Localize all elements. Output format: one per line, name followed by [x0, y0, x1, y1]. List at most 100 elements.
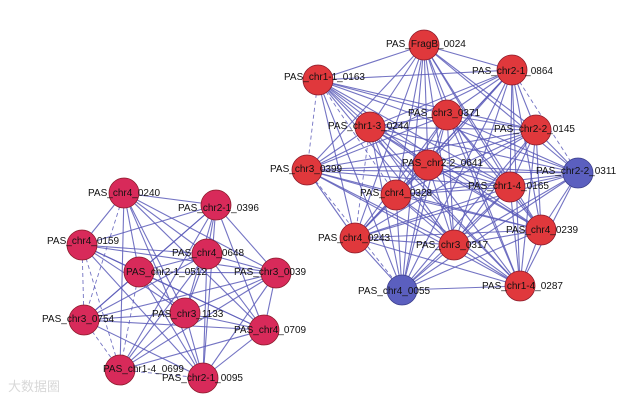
node-l6[interactable]: PAS_chr3_0039	[234, 257, 307, 289]
edge-R1-R6	[423, 44, 537, 131]
edge-R8-R11	[306, 169, 511, 188]
edge-L3-L11	[81, 244, 204, 379]
node-l10[interactable]: PAS_chr1-4_0699	[103, 354, 184, 386]
node-l3[interactable]: PAS_chr4_0159	[47, 229, 120, 261]
node-circle	[104, 354, 136, 386]
node-l9[interactable]: PAS_chr4_0709	[234, 314, 307, 346]
node-l4[interactable]: PAS_chr4_0648	[172, 238, 245, 270]
edge-R10-R12	[395, 194, 542, 231]
node-r7[interactable]: PAS_chr2-2_0641	[402, 149, 483, 181]
edge-R7-R8	[306, 164, 429, 171]
node-r4[interactable]: PAS_chr3_0371	[408, 99, 481, 131]
edge-R6-R16	[519, 129, 537, 287]
node-r13[interactable]: PAS_chr4_0243	[318, 222, 391, 254]
edge-R3-R11	[509, 69, 513, 188]
edge-L6-L8	[184, 272, 277, 314]
node-circle	[123, 256, 155, 288]
edge-R13-R16	[354, 237, 521, 287]
edge-R11-R13	[354, 186, 511, 239]
node-label: PAS_chr4_0328	[360, 188, 433, 199]
edge-R2-R16	[317, 79, 521, 287]
node-label: PAS_chr2-1_0095	[162, 373, 243, 384]
edge-R1-R13	[354, 44, 425, 239]
edge-R4-R14	[446, 114, 455, 246]
edge-R10-R15	[395, 194, 403, 291]
edge-L7-L8	[83, 312, 186, 321]
node-label: PAS_chr3_0399	[270, 164, 343, 175]
node-r5[interactable]: PAS_chr1-3_0244	[328, 111, 409, 143]
dashed-edge-R5-R13	[354, 126, 371, 239]
node-circle	[520, 114, 552, 146]
edge-R6-R8	[306, 129, 537, 171]
node-label: PAS_chr4_0709	[234, 325, 307, 336]
node-circle	[108, 177, 140, 209]
node-r6[interactable]: PAS_chr2-2_0145	[494, 114, 575, 146]
dashed-edge-R8-R15	[306, 169, 403, 291]
node-l8[interactable]: PAS_chr3_1133	[152, 297, 224, 329]
edge-R2-R14	[317, 79, 455, 246]
edge-L6-L7	[83, 272, 277, 321]
node-circle	[562, 157, 594, 189]
node-label: PAS_chr4_0243	[318, 233, 391, 244]
edge-R7-R12	[427, 164, 542, 231]
node-label: PAS_chr1-4_0165	[468, 181, 549, 192]
edge-R2-R11	[317, 79, 511, 188]
node-r10[interactable]: PAS_chr4_0328	[360, 179, 433, 211]
node-label: PAS_chr3_0371	[408, 108, 481, 119]
node-circle	[68, 304, 100, 336]
node-circle	[496, 54, 528, 86]
node-l11[interactable]: PAS_chr2-1_0095	[162, 362, 243, 394]
node-r3[interactable]: PAS_chr2-1_0864	[472, 54, 553, 86]
node-circle	[431, 99, 463, 131]
node-circle	[260, 257, 292, 289]
node-label: PAS_chr4_0159	[47, 236, 120, 247]
node-r2[interactable]: PAS_chr1-1_0163	[284, 64, 365, 96]
node-circle	[380, 179, 412, 211]
edge-R12-R15	[401, 229, 542, 291]
node-label: PAS_chr4_0240	[88, 188, 161, 199]
edge-R4-R8	[306, 114, 448, 171]
edge-L1-L2	[123, 192, 217, 206]
node-circle	[386, 274, 418, 306]
node-layer: PAS_chr4_0240 PAS_chr2-1_0396PAS_chr4_015…	[42, 29, 617, 394]
edge-R11-R16	[509, 186, 521, 287]
edge-R7-R16	[427, 164, 521, 287]
edge-L3-L4	[81, 244, 208, 255]
edge-L2-L3	[81, 204, 217, 246]
edge-L6-L10	[119, 272, 277, 371]
node-r11[interactable]: PAS_chr1-4_0165	[468, 171, 549, 203]
node-r14[interactable]: PAS_chr3_0317	[416, 229, 489, 261]
edge-R6-R10	[395, 129, 537, 196]
node-r15[interactable]: PAS_chr4_0055	[358, 274, 431, 306]
edge-R1-R8	[306, 44, 425, 171]
node-label: PAS_chr4_0239	[506, 225, 579, 236]
node-r8[interactable]: PAS_chr3_0399	[270, 154, 343, 186]
edge-L6-L11	[202, 272, 277, 379]
edge-L5-L6	[138, 271, 277, 274]
node-label: PAS_chr1-3_0244	[328, 121, 409, 132]
edge-R10-R11	[395, 186, 511, 196]
edge-R2-R3	[317, 69, 513, 81]
node-circle	[187, 362, 219, 394]
node-l7[interactable]: PAS_chr3_0754	[42, 304, 115, 336]
node-r1[interactable]: PAS_FragB_0024	[386, 29, 466, 61]
node-r16[interactable]: PAS_chr1-4_0287	[482, 270, 563, 302]
node-circle	[504, 270, 536, 302]
node-label: PAS_chr3_0754	[42, 314, 115, 325]
node-label: PAS_chr1-4_0287	[482, 281, 563, 292]
node-l2[interactable]: PAS_chr2-1_0396	[178, 189, 259, 221]
edge-L1-L10	[119, 192, 125, 371]
edge-R8-R12	[306, 169, 542, 231]
node-l5[interactable]: PAS_chr2-1_0512	[123, 256, 207, 288]
edge-L1-L8	[123, 192, 186, 314]
node-circle	[191, 238, 223, 270]
node-circle	[291, 154, 323, 186]
node-circle	[200, 189, 232, 221]
node-circle	[525, 214, 557, 246]
node-l1[interactable]: PAS_chr4_0240	[88, 177, 161, 209]
node-r9[interactable]: PAS_chr2-2_0311	[536, 157, 617, 189]
node-label: PAS_chr3_1133	[152, 309, 224, 320]
edge-R1-R9	[423, 44, 579, 174]
edge-R6-R7	[427, 129, 537, 166]
node-r12[interactable]: PAS_chr4_0239	[506, 214, 579, 246]
